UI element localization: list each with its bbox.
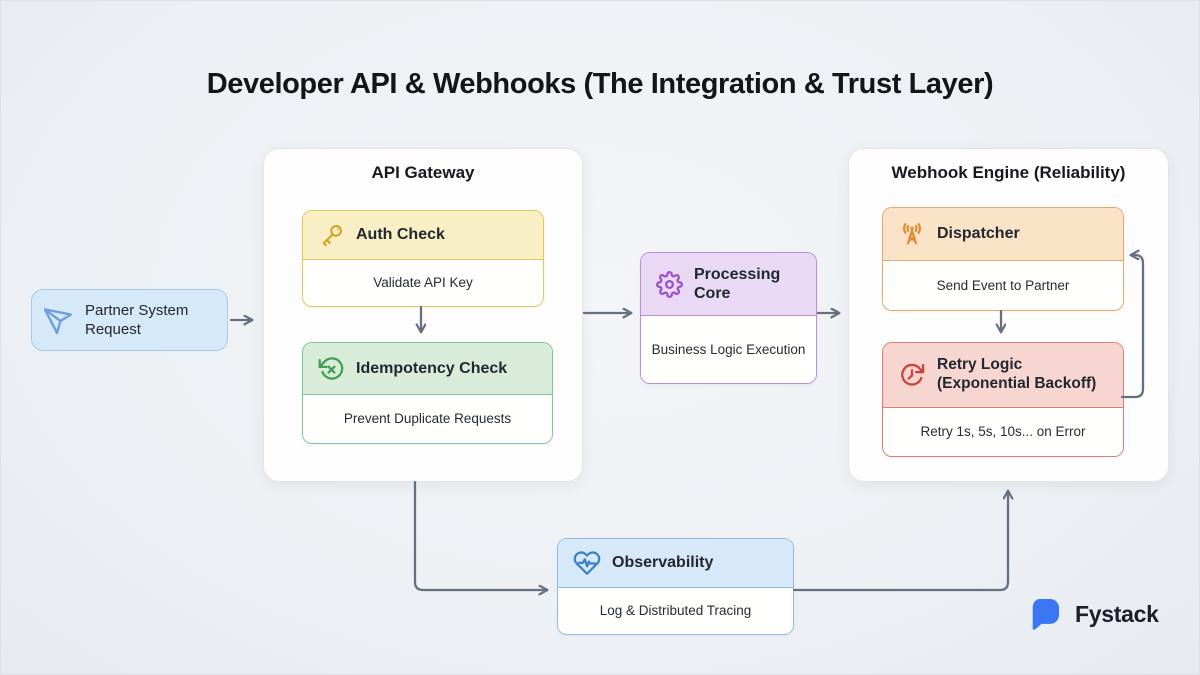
processing-core-label: Processing Core xyxy=(694,265,781,302)
fystack-bubble-icon xyxy=(1028,596,1060,633)
idempotency-check-description: Prevent Duplicate Requests xyxy=(303,395,552,443)
page-title: Developer API & Webhooks (The Integratio… xyxy=(206,68,994,100)
retry-logic-description: Retry 1s, 5s, 10s... on Error xyxy=(883,408,1123,456)
partner-system-request-node: Partner System Request xyxy=(31,289,228,351)
idempotency-check-label: Idempotency Check xyxy=(356,359,508,377)
retry-logic-card: Retry Logic (Exponential Backoff) Retry … xyxy=(882,342,1124,457)
retry-logic-header: Retry Logic (Exponential Backoff) xyxy=(883,343,1123,408)
processing-core-card: Processing Core Business Logic Execution xyxy=(640,252,817,384)
paper-plane-icon xyxy=(44,305,74,335)
rotate-x-icon xyxy=(318,355,345,382)
arrow-observability-to-webhook xyxy=(792,491,1008,592)
idempotency-check-header: Idempotency Check xyxy=(303,343,552,395)
observability-label: Observability xyxy=(612,554,714,572)
gear-icon xyxy=(656,270,683,298)
key-icon xyxy=(318,222,345,249)
auth-check-label: Auth Check xyxy=(356,226,445,244)
brand-name: Fystack xyxy=(1075,601,1159,627)
dispatcher-card: Dispatcher Send Event to Partner xyxy=(882,207,1124,311)
webhook-engine-title: Webhook Engine (Reliability) xyxy=(891,163,1126,182)
brand-logo: Fystack xyxy=(1028,596,1159,633)
partner-system-request-label: Partner System Request xyxy=(85,301,189,339)
heart-pulse-icon xyxy=(573,549,601,577)
auth-check-header: Auth Check xyxy=(303,211,543,260)
retry-logic-label: Retry Logic (Exponential Backoff) xyxy=(937,356,1097,392)
dispatcher-label: Dispatcher xyxy=(937,225,1020,243)
dispatcher-description: Send Event to Partner xyxy=(883,261,1123,310)
broadcast-antenna-icon xyxy=(898,220,926,248)
observability-description: Log & Distributed Tracing xyxy=(558,588,793,634)
retry-clock-icon xyxy=(898,361,926,389)
arrow-gateway-to-observability xyxy=(413,480,547,590)
webhook-engine-panel: Webhook Engine (Reliability) xyxy=(848,148,1169,482)
processing-core-header: Processing Core xyxy=(641,253,816,316)
observability-header: Observability xyxy=(558,539,793,588)
auth-check-card: Auth Check Validate API Key xyxy=(302,210,544,307)
dispatcher-header: Dispatcher xyxy=(883,208,1123,261)
observability-card: Observability Log & Distributed Tracing xyxy=(557,538,794,635)
api-gateway-title: API Gateway xyxy=(371,163,475,182)
processing-core-description: Business Logic Execution xyxy=(641,316,816,383)
api-gateway-panel: API Gateway Auth Check Validate API Key xyxy=(263,148,583,482)
auth-check-description: Validate API Key xyxy=(303,260,543,306)
idempotency-check-card: Idempotency Check Prevent Duplicate Requ… xyxy=(302,342,553,444)
